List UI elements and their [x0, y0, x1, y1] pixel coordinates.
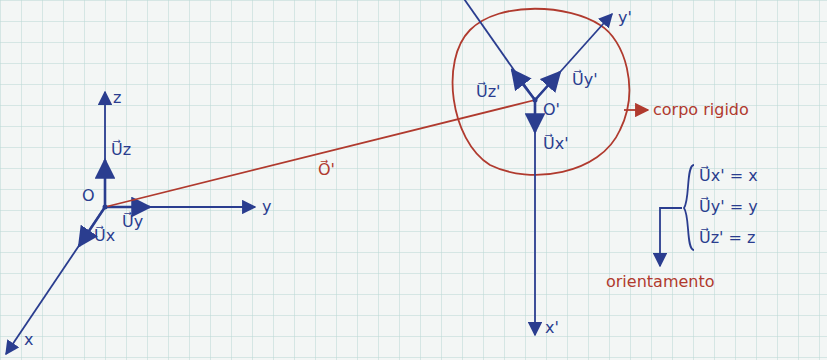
- equation-label: U⃗z' = z: [699, 228, 755, 248]
- rigid-body-outline: [453, 9, 630, 175]
- callout-label: corpo rigido: [653, 100, 749, 120]
- y-prime-axis: [535, 14, 612, 100]
- origin-label: O: [82, 186, 95, 206]
- y-axis: [105, 206, 255, 208]
- equation-label: U⃗y' = y: [699, 197, 758, 217]
- vector-label: U⃗x: [94, 226, 115, 246]
- vector-label: U⃗x': [543, 134, 569, 154]
- axis-label: x': [545, 318, 559, 338]
- vector-label: O⃗': [318, 160, 335, 180]
- vector-label: U⃗z: [111, 140, 131, 160]
- x-prime-axis: [534, 100, 536, 335]
- unit-vector: [512, 70, 535, 100]
- callout-label: orientamento: [606, 272, 715, 292]
- equation-label: U⃗x' = x: [699, 166, 758, 186]
- position-vector: [105, 100, 535, 207]
- origin-dot: [533, 98, 538, 103]
- origin-label: O': [543, 100, 560, 120]
- x-axis: [6, 207, 105, 354]
- unit-vector: [535, 72, 560, 100]
- vector-label: U⃗y: [122, 212, 143, 232]
- axis-label: x: [24, 330, 33, 350]
- unit-vector: [104, 160, 107, 207]
- axis-label: y': [618, 8, 632, 28]
- axis-label: z: [113, 88, 121, 108]
- axis-label: y: [262, 197, 271, 217]
- z-axis: [104, 92, 106, 207]
- leader-arrow: [624, 109, 648, 111]
- unit-vector: [534, 100, 537, 132]
- vector-label: U⃗z': [476, 82, 501, 102]
- brace: [684, 165, 694, 250]
- leader-arrow: [660, 208, 682, 266]
- origin-dot: [103, 205, 108, 210]
- vector-label: U⃗y': [572, 70, 598, 90]
